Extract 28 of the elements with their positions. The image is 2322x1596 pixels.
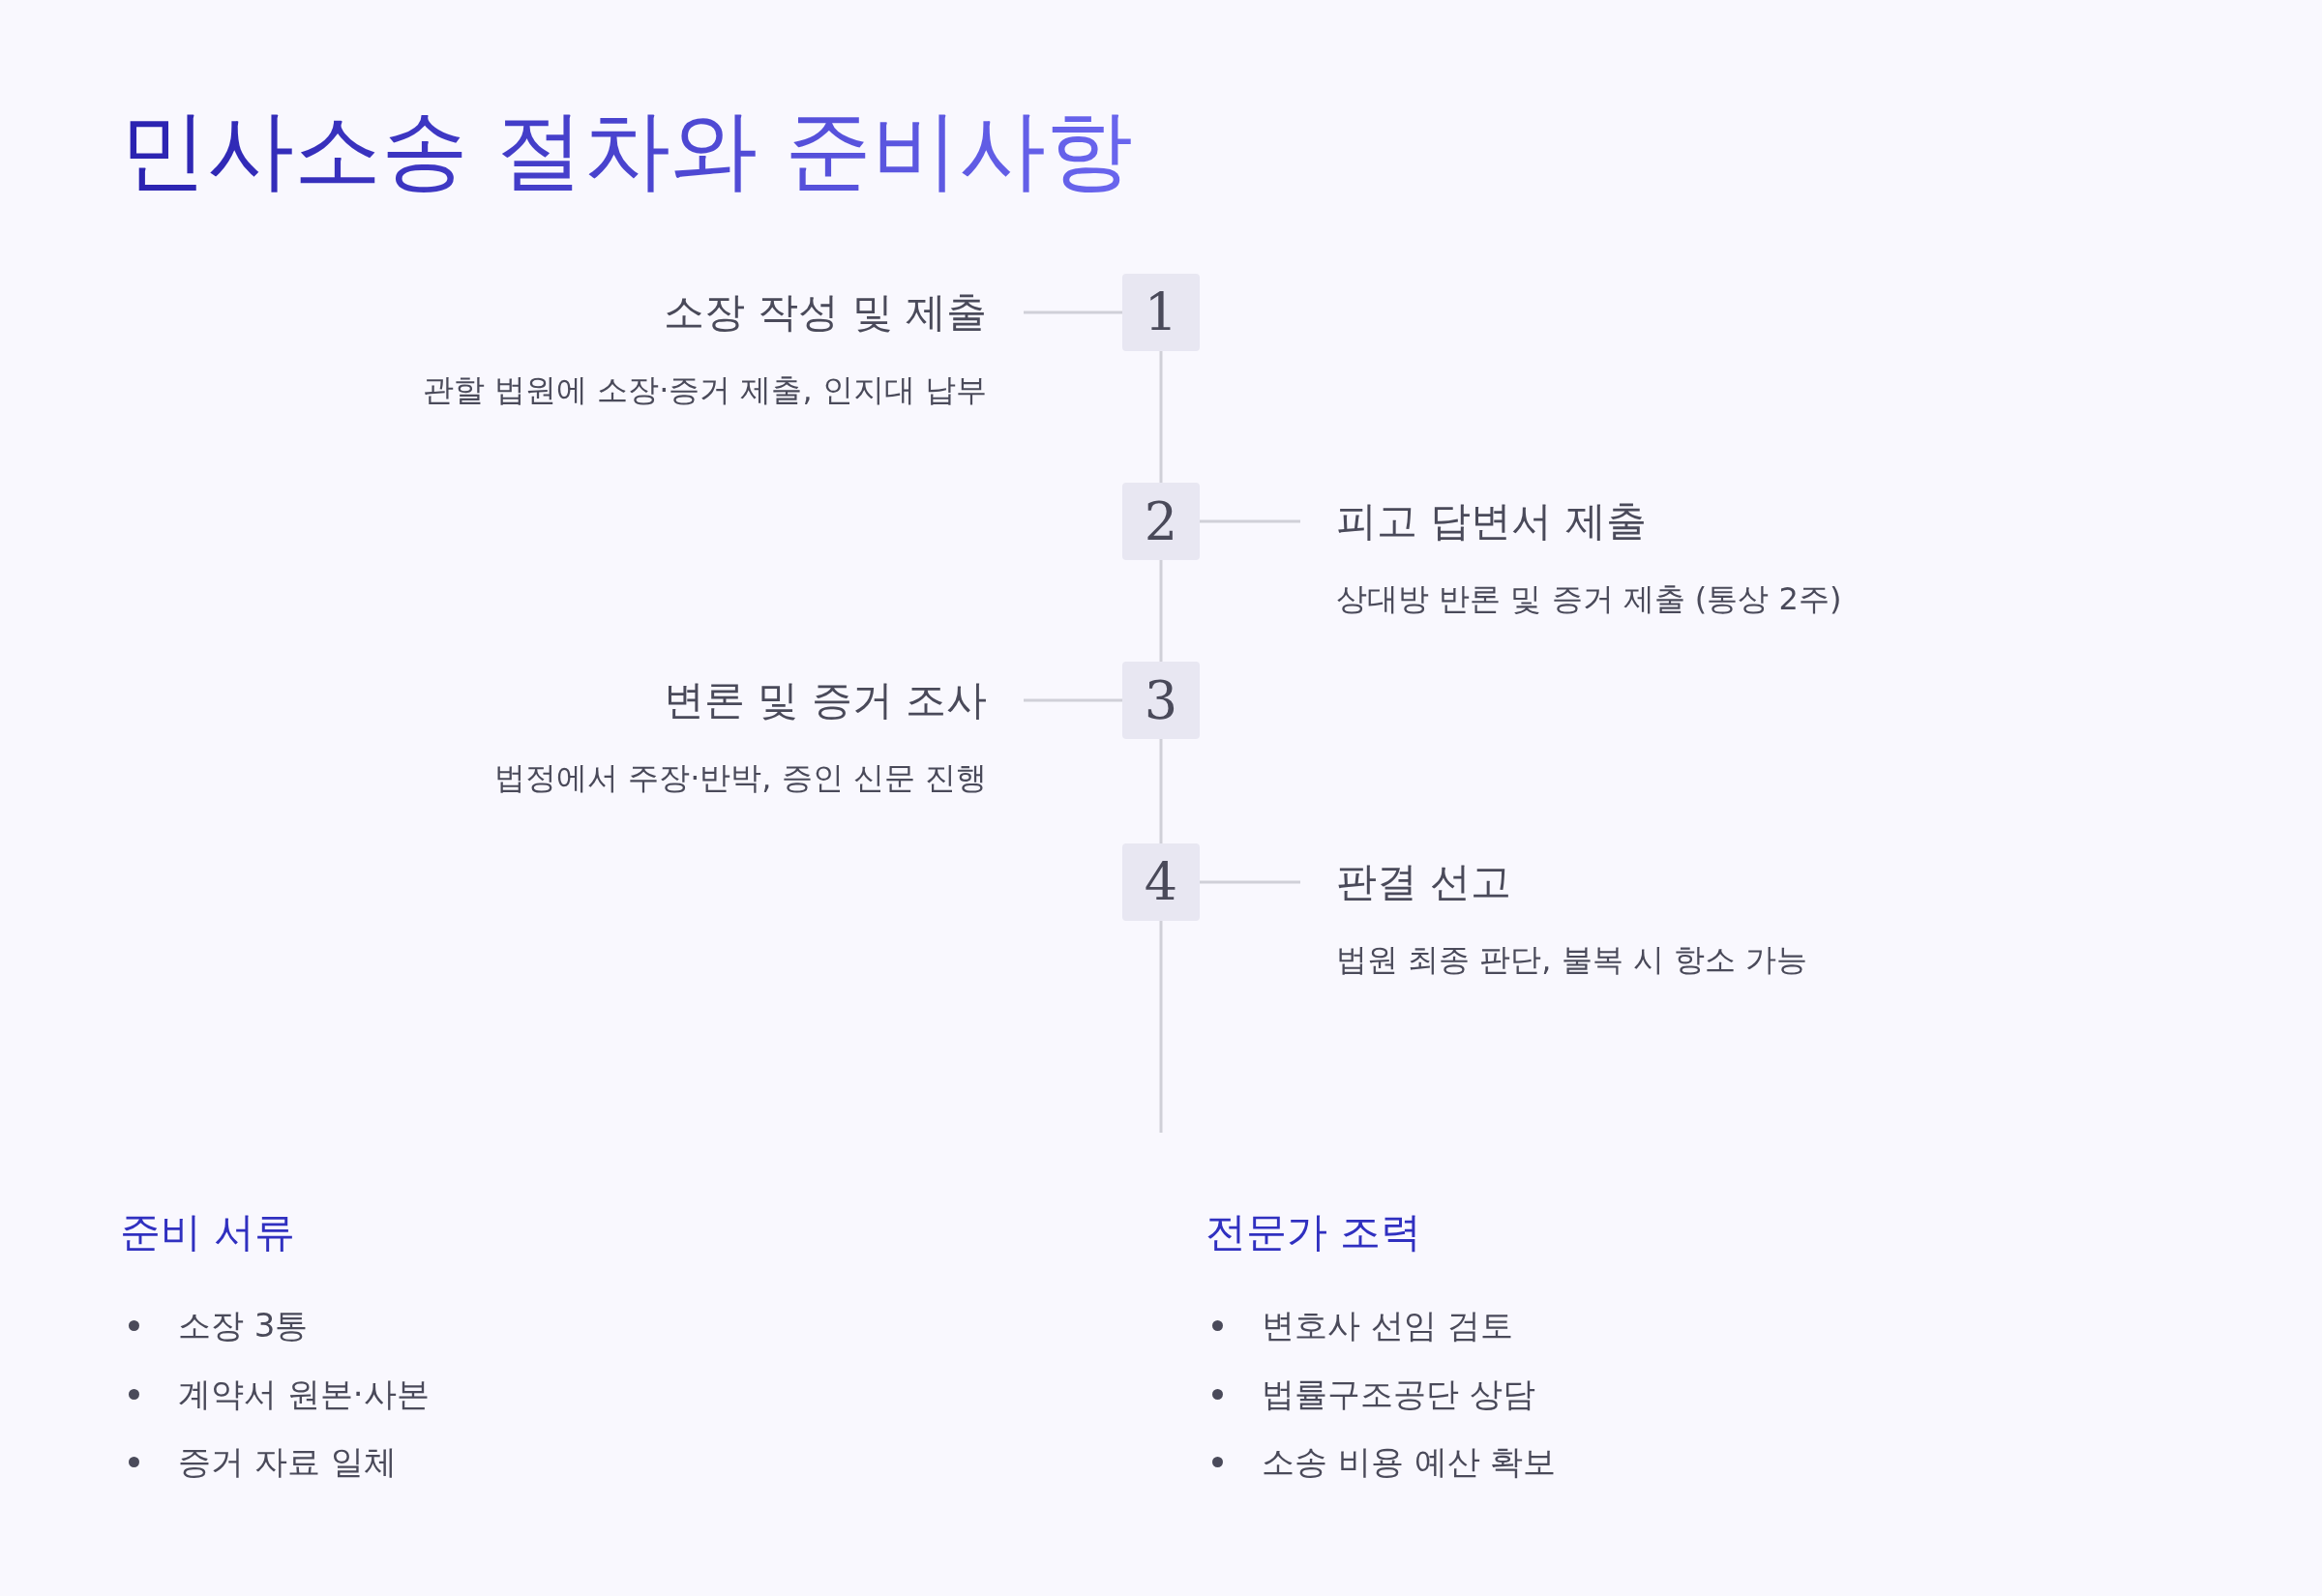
step-number-box: 3 [1122, 662, 1200, 739]
connector-line [1200, 519, 1300, 523]
list-item-text: 증거 자료 일체 [178, 1441, 397, 1483]
step-description: 법정에서 주장·반박, 증인 신문 진행 [493, 758, 987, 798]
step-title: 소장 작성 및 제출 [663, 287, 987, 338]
section-heading: 전문가 조력 [1206, 1207, 1422, 1257]
step-number-box: 1 [1122, 274, 1200, 351]
step-description: 법원 최종 판단, 불복 시 항소 가능 [1336, 940, 1808, 980]
connector-line [1024, 310, 1122, 314]
step-description: 관할 법원에 소장·증거 제출, 인지대 납부 [422, 370, 987, 410]
connector-line [1159, 351, 1163, 483]
section-heading: 준비 서류 [120, 1207, 296, 1257]
step-description: 상대방 반론 및 증거 제출 (통상 2주) [1336, 579, 1842, 619]
connector-line [1024, 698, 1122, 702]
connector-line [1159, 921, 1163, 1133]
step-title: 변론 및 증거 조사 [663, 675, 987, 725]
list-item-text: 변호사 선임 검토 [1262, 1305, 1513, 1346]
connector-line [1200, 880, 1300, 884]
list-item-text: 법률구조공단 상담 [1262, 1374, 1535, 1415]
step-title: 판결 선고 [1336, 857, 1512, 907]
step-title: 피고 답변서 제출 [1336, 496, 1647, 547]
connector-line [1159, 560, 1163, 662]
list-item-text: 계약서 원본·사본 [178, 1374, 430, 1415]
step-number-box: 2 [1122, 483, 1200, 560]
list-item-text: 소장 3통 [178, 1305, 309, 1346]
list-item-text: 소송 비용 예산 확보 [1262, 1441, 1557, 1483]
step-number-box: 4 [1122, 843, 1200, 921]
connector-line [1159, 739, 1163, 843]
